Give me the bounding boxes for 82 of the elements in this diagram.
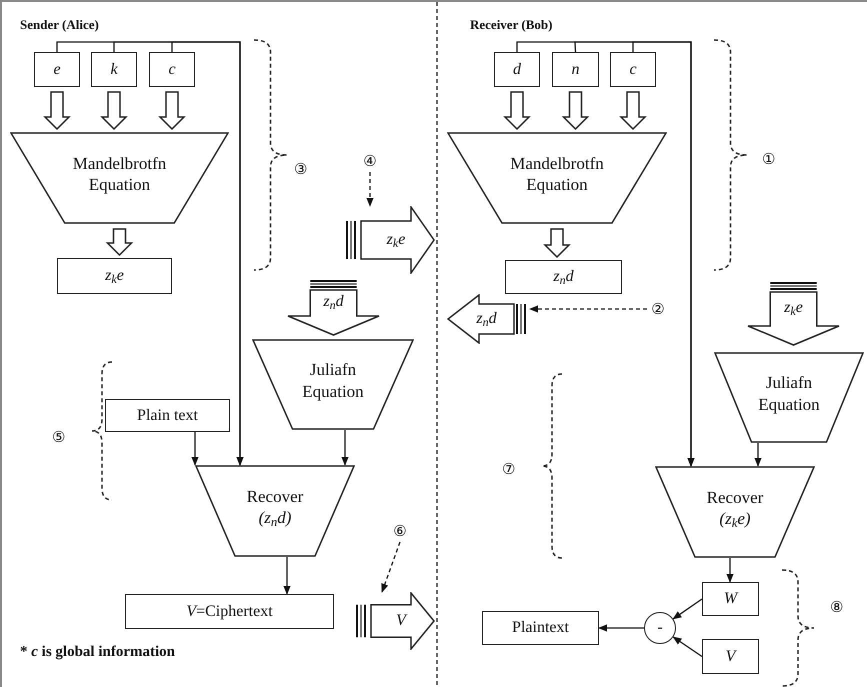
node-label: V	[396, 611, 406, 631]
process-box	[57, 258, 172, 294]
pointer-arrow	[529, 305, 647, 313]
process-box	[702, 639, 759, 674]
node-label: Recover	[706, 486, 764, 508]
block-arrow	[287, 280, 380, 336]
node-label: c	[629, 60, 637, 80]
process-box	[505, 260, 622, 294]
node-label: Juliafn Equation	[757, 372, 821, 415]
trapezoid-block	[195, 465, 355, 557]
block-arrow	[747, 282, 840, 346]
step-number: ④	[363, 152, 377, 170]
process-box	[125, 594, 334, 629]
node-label: -	[657, 618, 663, 638]
arrow	[632, 41, 695, 467]
hollow-arrow	[106, 228, 134, 256]
node-label: z$_{k}$e	[784, 298, 803, 318]
process-box	[702, 582, 759, 616]
footnote: *c is global information	[20, 645, 176, 660]
step-number: ①	[762, 152, 776, 167]
arrow	[171, 41, 244, 466]
hollow-arrow	[43, 91, 71, 130]
node-label: z$_{n}$d	[553, 267, 574, 287]
node-label: Mandelbrotfn Equation	[72, 152, 168, 196]
process-box	[610, 52, 656, 87]
node-label: Juliafn Equation	[301, 359, 365, 402]
process-box	[91, 52, 137, 87]
step-number: ②	[651, 300, 665, 318]
node-label: Plaintext	[512, 618, 569, 638]
pointer-arrow	[381, 542, 401, 593]
node-label: d	[513, 60, 521, 80]
arrow	[672, 598, 702, 620]
hollow-arrow	[503, 91, 531, 130]
block-arrow	[345, 206, 435, 274]
node-label: (z$_{k}$e)	[719, 508, 751, 530]
hollow-arrow	[158, 91, 186, 130]
node-label: (z$_{n}$d)	[258, 507, 292, 528]
node-label: z$_{k}$e	[386, 230, 406, 250]
node-label: W	[724, 589, 738, 609]
node-label: V=Ciphertext	[186, 602, 273, 622]
node-label: z$_{k}$e	[105, 266, 124, 286]
hollow-arrow	[543, 228, 571, 258]
node-label: k	[110, 60, 118, 80]
node-label: Plain text	[137, 406, 198, 426]
process-box	[105, 399, 230, 432]
process-box	[494, 52, 540, 87]
step-number: ⑥	[393, 522, 407, 540]
hollow-arrow	[619, 91, 647, 130]
arrow	[598, 624, 644, 632]
step-number: ⑧	[830, 600, 844, 615]
trapezoid-block	[655, 466, 815, 558]
pointer-arrow	[366, 172, 374, 207]
trapezoid-block	[252, 339, 414, 430]
process-box	[34, 52, 80, 87]
node-label: V	[726, 646, 736, 666]
arrow	[726, 558, 734, 583]
party-heading: Sender (Alice)	[20, 18, 99, 31]
node-label: Mandelbrotfn Equation	[509, 152, 605, 196]
arrow	[754, 443, 762, 467]
node-label: e	[53, 60, 61, 80]
hollow-arrow	[562, 91, 590, 130]
block-arrow	[355, 592, 435, 650]
node-label: c	[168, 60, 176, 80]
trapezoid-block	[714, 352, 864, 443]
arrow	[283, 557, 291, 595]
party-heading: Receiver (Bob)	[470, 18, 552, 31]
step-number: ③	[294, 162, 308, 177]
arrow	[672, 636, 702, 658]
trapezoid-block	[447, 132, 667, 224]
step-number: ⑤	[52, 430, 66, 445]
trapezoid-block	[10, 132, 229, 224]
process-box	[552, 52, 599, 87]
node-label: z$_{n}$d	[323, 292, 344, 312]
node-label: n	[572, 60, 580, 80]
process-box	[149, 52, 195, 87]
process-box	[482, 611, 599, 645]
hollow-arrow	[100, 91, 128, 130]
node-label: z$_{n}$d	[476, 309, 497, 329]
arrow	[341, 430, 349, 466]
node-label: Recover	[246, 486, 304, 507]
step-number: ⑦	[502, 462, 516, 477]
arrow	[191, 432, 199, 466]
